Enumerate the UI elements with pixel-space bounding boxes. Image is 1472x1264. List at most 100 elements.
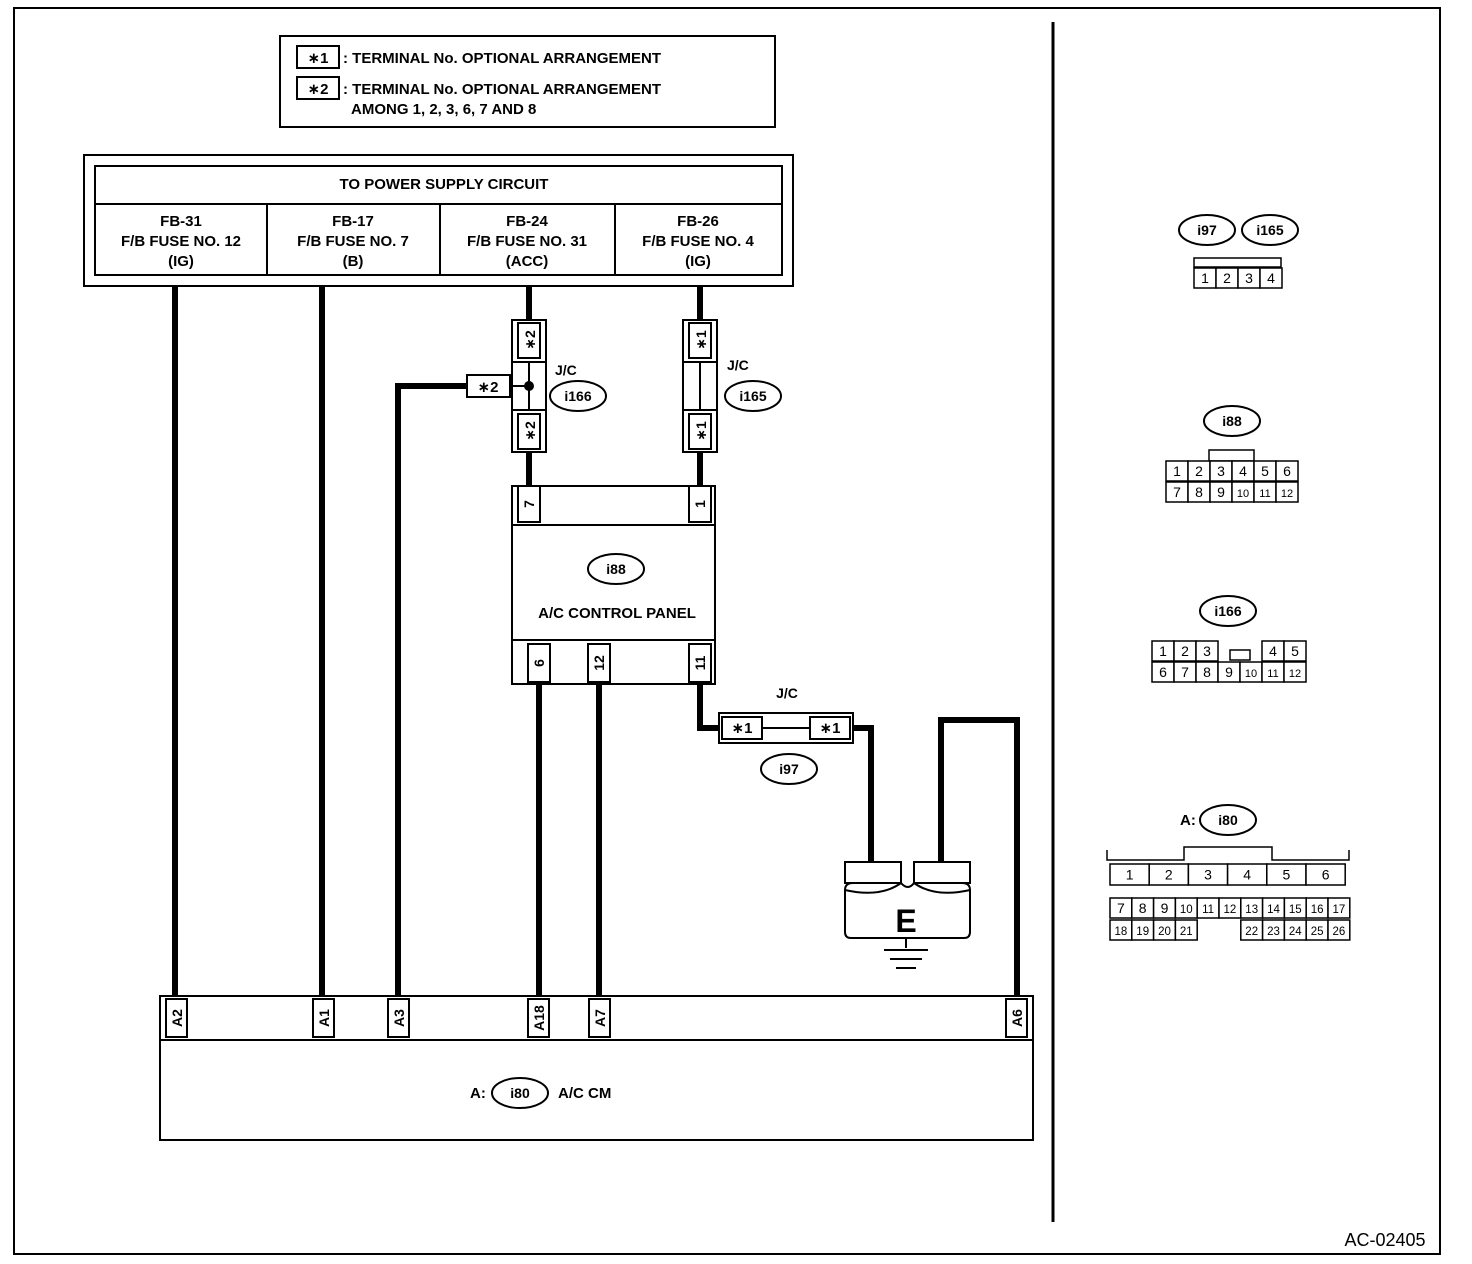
connector-i166-pin-5-cell: [1283, 640, 1307, 662]
connector-i80-pin-21: 21: [1180, 926, 1193, 938]
connector-i88-pin-7: 7: [1173, 484, 1181, 500]
connector-i80-pin-8: 8: [1139, 900, 1147, 916]
power-supply-box: TO POWER SUPPLY CIRCUIT FB-31 F/B FUSE N…: [83, 154, 794, 287]
connector-i166-pin-9: 9: [1225, 664, 1233, 680]
connector-i88-pin-11: 11: [1259, 488, 1270, 500]
acm-pin-a18: A18: [531, 1005, 547, 1031]
connector-i88-pin-12-cell: [1275, 481, 1299, 503]
connector-i166-pin-3-cell: [1195, 640, 1219, 662]
ground-point: E: [844, 861, 971, 969]
connector-i80-pin-25: 25: [1311, 926, 1324, 938]
connector-i80-pin-18: 18: [1115, 926, 1128, 938]
jc-i166-pin-bottom: ∗2: [522, 421, 538, 441]
connector-i166-pin-4: 4: [1269, 643, 1277, 659]
connector-i97-pin-3: 3: [1245, 270, 1253, 286]
connector-i80-pin-26-cell: [1327, 919, 1351, 941]
acm-code: i80: [510, 1085, 530, 1101]
connector-i88-pin-1: 1: [1173, 463, 1181, 479]
fuse-3-id: FB-24: [506, 213, 548, 230]
connector-i80-pin-6: 6: [1322, 867, 1330, 883]
connector-i80-pin-20: 20: [1158, 926, 1171, 938]
junction-i165: ∗1 ∗1 J/C i165: [682, 319, 782, 453]
panel-pin-12: 12: [591, 655, 607, 671]
connector-i80-pin-24: 24: [1289, 926, 1302, 938]
figure-id: AC-02405: [1344, 1230, 1425, 1250]
connector-i80-pin-7: 7: [1117, 900, 1125, 916]
connector-i97-pin-2: 2: [1223, 270, 1231, 286]
jc-i165-pin-top: ∗1: [693, 330, 709, 350]
connector-i88-pin-2: 2: [1195, 463, 1203, 479]
panel-code: i88: [606, 561, 626, 577]
panel-pin-11: 11: [692, 655, 708, 670]
connector-i80-pin-14: 14: [1267, 904, 1280, 916]
jc-i97-prefix: J/C: [776, 685, 798, 701]
connector-i97-pin-1: 1: [1201, 270, 1209, 286]
junction-i97: J/C ∗1 ∗1 i97: [718, 685, 854, 785]
connector-i80-pin-10: 10: [1180, 904, 1193, 916]
fuse-3-type: (ACC): [506, 253, 549, 270]
fuse-2-type: (B): [343, 253, 364, 270]
connector-i80-code: i80: [1218, 812, 1238, 828]
connector-i80-pin-22: 22: [1245, 926, 1258, 938]
ac-control-module: A2 A1 A3 A18 A7 A6 A: i80 A/C CM: [159, 995, 1034, 1141]
jc-i97-code: i97: [779, 761, 799, 777]
connector-i166-pin-12: 12: [1289, 668, 1301, 680]
connector-i166-pin-10: 10: [1245, 668, 1257, 680]
wires: [172, 286, 1020, 996]
connector-i80-pin-16: 16: [1311, 904, 1324, 916]
connector-i88-pin-6-cell: [1275, 460, 1299, 482]
jc-i97-pin-left: ∗1: [732, 720, 753, 737]
connector-i88-pin-8: 8: [1195, 484, 1203, 500]
connector-i97-pin-4-cell: [1259, 267, 1283, 289]
connector-i80-pin-19: 19: [1136, 926, 1149, 938]
jc-i166-code: i166: [564, 388, 591, 404]
connector-i80-pin-17: 17: [1333, 904, 1346, 916]
connector-i166-pin-2: 2: [1181, 643, 1189, 659]
jc-i165-pin-bottom: ∗1: [693, 421, 709, 441]
connector-i88-pin-10: 10: [1237, 488, 1249, 500]
acm-prefix: A:: [470, 1085, 486, 1102]
connector-i166-pin-6: 6: [1159, 664, 1167, 680]
jc-i166-pin-top: ∗2: [522, 330, 538, 350]
fuse-3-name: F/B FUSE NO. 31: [467, 233, 587, 250]
acm-name: A/C CM: [558, 1085, 611, 1102]
wire-panel-11: [697, 684, 719, 731]
connector-i97-code: i97: [1197, 222, 1217, 238]
wire-i97-to-ground: [853, 725, 874, 862]
acm-pin-a7: A7: [592, 1009, 608, 1027]
connector-i80-pin-11: 11: [1202, 904, 1214, 916]
legend-star1-text: : TERMINAL No. OPTIONAL ARRANGEMENT: [343, 50, 661, 67]
jc-i166-prefix: J/C: [555, 362, 577, 378]
panel-name: A/C CONTROL PANEL: [538, 605, 696, 622]
jc-i166-pin-side: ∗2: [478, 379, 499, 396]
connector-i166-pin-12-cell: [1283, 661, 1307, 683]
power-supply-title: TO POWER SUPPLY CIRCUIT: [340, 176, 549, 193]
connector-i88-code: i88: [1222, 413, 1242, 429]
panel-pin-6: 6: [531, 659, 547, 667]
acm-pin-a1: A1: [316, 1009, 332, 1027]
connector-i80-pin-26: 26: [1333, 926, 1346, 938]
connector-i80-pin-21-cell: [1174, 919, 1198, 941]
connector-i166-pin-1: 1: [1159, 643, 1167, 659]
acm-pin-a2: A2: [169, 1009, 185, 1027]
connector-i80-pin-4: 4: [1243, 867, 1251, 883]
fuse-1-type: (IG): [168, 253, 194, 270]
connector-i88-pin-5: 5: [1261, 463, 1269, 479]
connector-i97-pin-4: 4: [1267, 270, 1275, 286]
connector-i80-pin-1: 1: [1126, 867, 1134, 883]
fuse-4-id: FB-26: [677, 213, 719, 230]
connector-i166-pin-11: 11: [1267, 668, 1278, 680]
acm-pin-a3: A3: [391, 1009, 407, 1027]
connector-i166-pin-3: 3: [1203, 643, 1211, 659]
connector-i88-pin-12: 12: [1281, 488, 1293, 500]
connector-i80-pin-15: 15: [1289, 904, 1302, 916]
fuse-4-name: F/B FUSE NO. 4: [642, 233, 754, 250]
connector-i80-prefix: A:: [1180, 812, 1196, 829]
jc-i97-pin-right: ∗1: [820, 720, 841, 737]
connector-i166-code: i166: [1214, 603, 1241, 619]
connector-i80-pin-3: 3: [1204, 867, 1212, 883]
